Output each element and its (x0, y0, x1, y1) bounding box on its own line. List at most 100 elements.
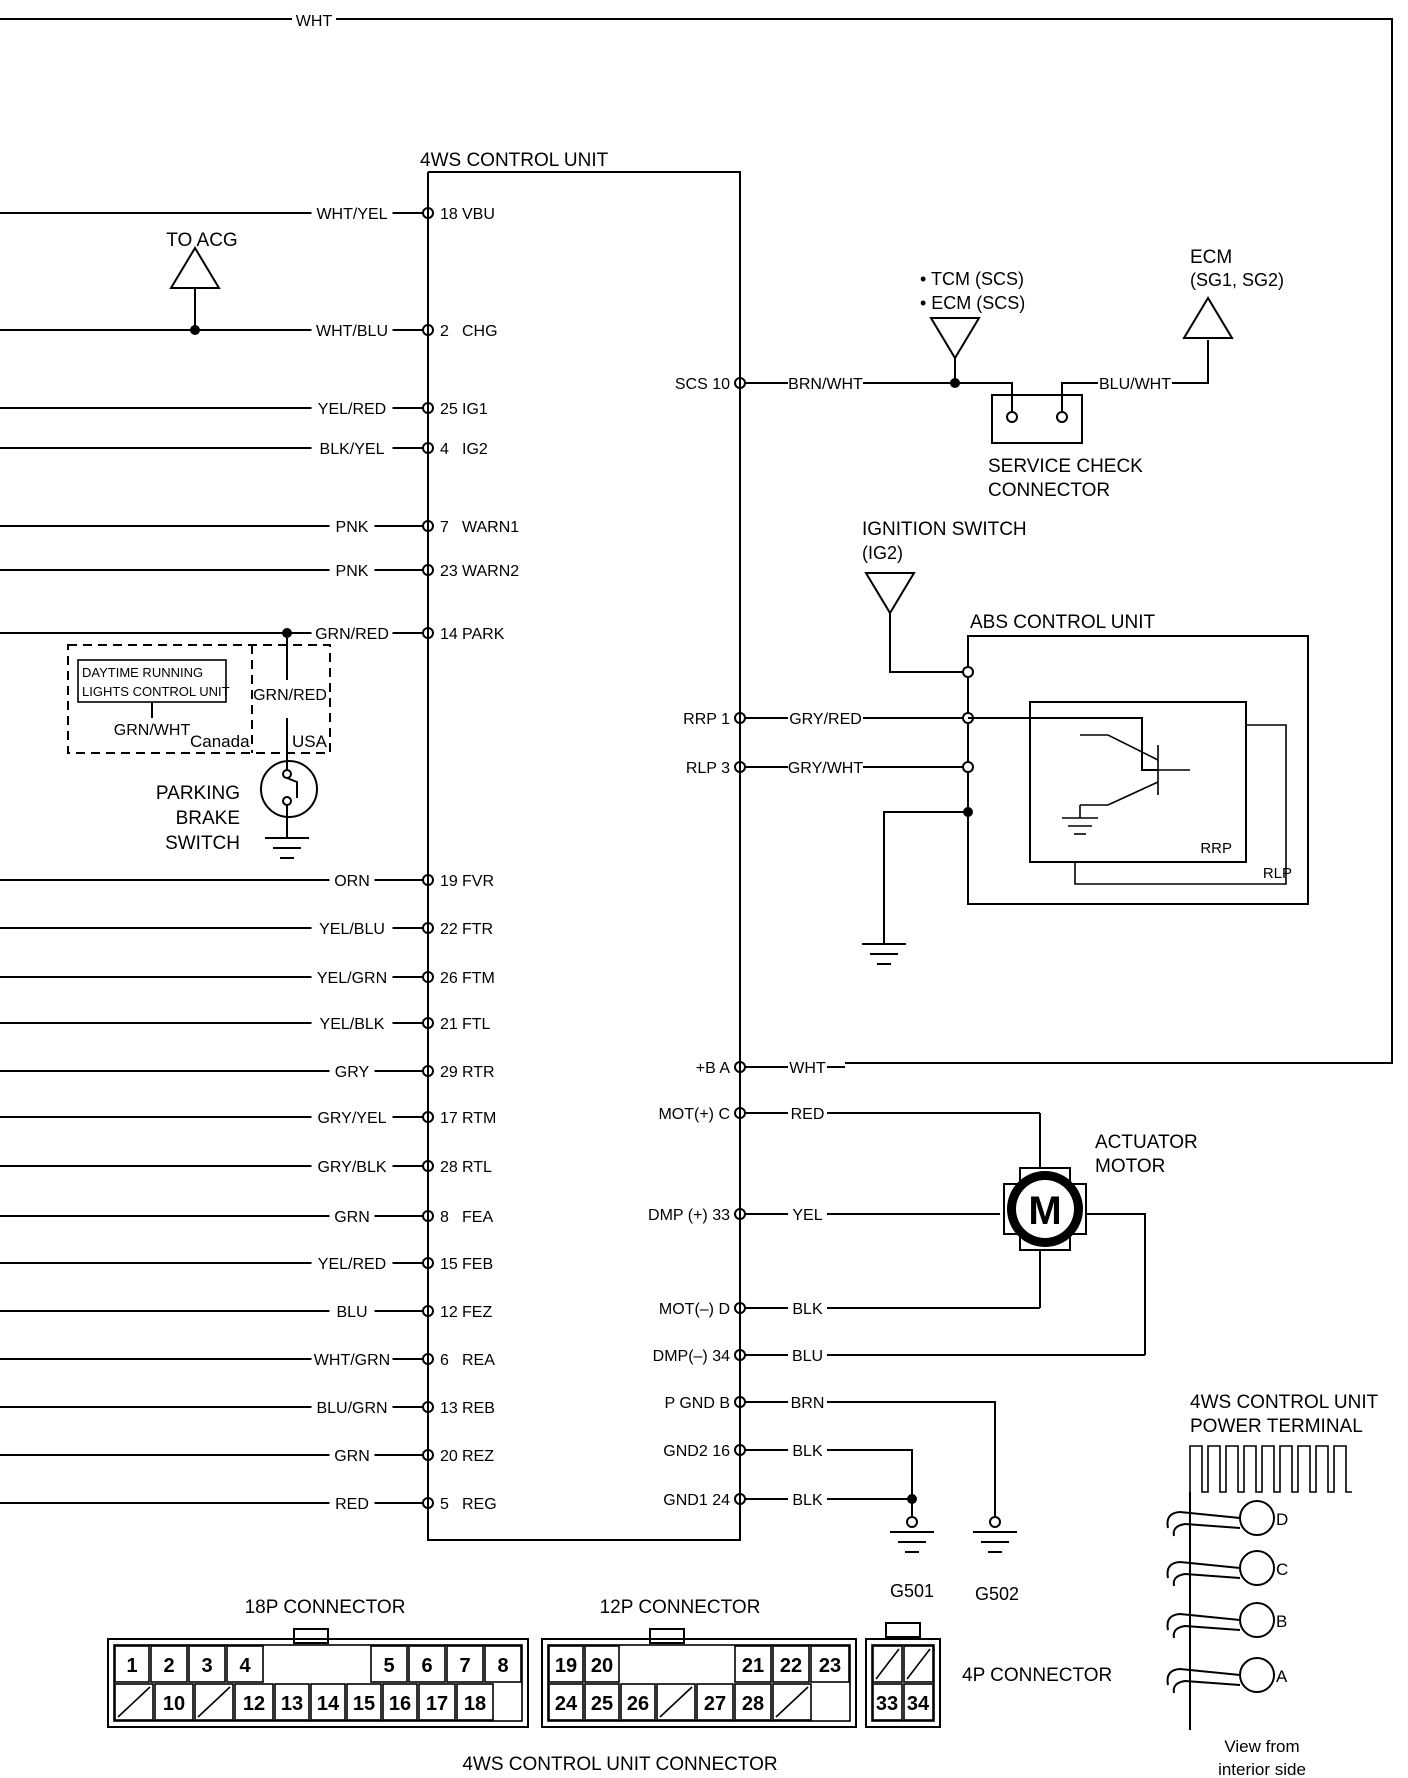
abs-rlp-label: RLP (1263, 865, 1292, 882)
g502-terminal (989, 1516, 1001, 1528)
tcm-scs-label: • TCM (SCS) (920, 269, 1024, 289)
pin-label: DMP (+) 33 (648, 1207, 730, 1224)
control-unit-box (427, 171, 741, 1541)
pin-name: REG (462, 1496, 497, 1513)
canada-label: Canada (190, 732, 250, 751)
power-terminal-title-2: POWER TERMINAL (1190, 1416, 1363, 1437)
transistor-base (973, 717, 1158, 771)
power-terminal-pin-b (1239, 1602, 1275, 1638)
connector-title: 12P CONNECTOR (600, 1597, 761, 1618)
connector-title: 18P CONNECTOR (245, 1597, 406, 1618)
ignition-switch-label: IGNITION SWITCH (862, 519, 1027, 540)
abs-rlp-loop (1074, 724, 1287, 885)
cavity (772, 1683, 812, 1721)
abs-inner-box (1029, 701, 1247, 863)
unused-cavity-slash (775, 1686, 809, 1718)
g501-label: G501 (890, 1581, 934, 1601)
control-unit-title: 4WS CONTROL UNIT (420, 150, 609, 171)
power-terminal-lead (1172, 1572, 1241, 1587)
power-terminal-pin-label: D (1276, 1510, 1288, 1529)
power-terminal-pin-label: A (1276, 1667, 1288, 1686)
cavity (584, 1645, 620, 1683)
pin-label: RRP 1 (683, 711, 730, 728)
usa-label: USA (292, 732, 328, 751)
bottom-row-cell: 13 (274, 1683, 310, 1721)
top-row-cell: 3 (188, 1645, 226, 1683)
cavity-number: 27 (704, 1693, 726, 1715)
actuator-label-2: MOTOR (1095, 1156, 1165, 1177)
top-row-cell: 21 (734, 1645, 772, 1683)
abs-pin (962, 666, 974, 678)
cavity-number: 23 (819, 1655, 841, 1677)
cavity-number: 3 (201, 1655, 212, 1677)
actuator-label-1: ACTUATOR (1095, 1132, 1198, 1153)
bottom-row-cell: 24 (548, 1683, 584, 1721)
pin-name: REA (462, 1352, 495, 1369)
motor-inner (1016, 1180, 1074, 1238)
cavity-number: 21 (742, 1655, 764, 1677)
cavity (346, 1683, 382, 1721)
pin-name: FTL (462, 1016, 491, 1033)
bottom-row-cell: 25 (584, 1683, 620, 1721)
g501-terminal (906, 1516, 918, 1528)
cavity (226, 1645, 264, 1683)
abs-control-unit-box (967, 635, 1309, 905)
service-check-label-1: SERVICE CHECK (988, 456, 1143, 477)
transistor-emitter (1080, 781, 1159, 806)
power-terminal-lead (1166, 1510, 1241, 1529)
top-row-cell: 4 (226, 1645, 264, 1683)
pin-name: CHG (462, 323, 498, 340)
cavity (810, 1645, 850, 1683)
cavity (772, 1645, 810, 1683)
unused-cavity-slash (906, 1648, 931, 1680)
pin-number: 28 (440, 1159, 458, 1176)
wire-color-label: GRY/WHT (788, 760, 863, 777)
bottom-row-cell: 26 (620, 1683, 656, 1721)
bottom-row-cell (194, 1683, 234, 1721)
cavity-number: 16 (389, 1693, 411, 1715)
cavity (234, 1683, 274, 1721)
bottom-row-cell (114, 1683, 154, 1721)
pin-number: 6 (440, 1352, 449, 1369)
cavity-number: 4 (239, 1655, 251, 1677)
pin-number: 22 (440, 921, 458, 938)
pin-label: DMP(–) 34 (653, 1348, 730, 1365)
wire-color-label: BLK/YEL (320, 441, 385, 458)
cavity-number: 18 (464, 1693, 486, 1715)
wire-color-label: YEL/RED (318, 401, 386, 418)
cavity (734, 1645, 772, 1683)
cavity (584, 1683, 620, 1721)
cavity-number: 5 (383, 1655, 394, 1677)
bottom-row-cell: 16 (382, 1683, 418, 1721)
to-acg-triangle (169, 246, 221, 289)
ecm-sg-label: (SG1, SG2) (1190, 270, 1284, 290)
pin-label: MOT(+) C (658, 1106, 730, 1123)
abs-ground (862, 943, 906, 965)
cavity-number: 1 (126, 1655, 137, 1677)
cavity-number: 33 (876, 1693, 898, 1715)
p-gnd-wire (850, 1401, 996, 1522)
cavity (734, 1683, 772, 1721)
cavity (656, 1683, 696, 1721)
pin-name: WARN1 (462, 519, 519, 536)
g501-ground (890, 1531, 934, 1553)
pin-number: 15 (440, 1256, 458, 1273)
pin-number: 19 (440, 873, 458, 890)
service-check-lead-right (1061, 382, 1098, 412)
abs-title: ABS CONTROL UNIT (970, 612, 1155, 633)
cavity (872, 1645, 903, 1683)
connector-face (871, 1644, 935, 1722)
pin-number: 7 (440, 519, 449, 536)
cavity-number: 10 (163, 1693, 185, 1715)
parking-brake-label-2: BRAKE (176, 808, 240, 829)
cavity (408, 1645, 446, 1683)
